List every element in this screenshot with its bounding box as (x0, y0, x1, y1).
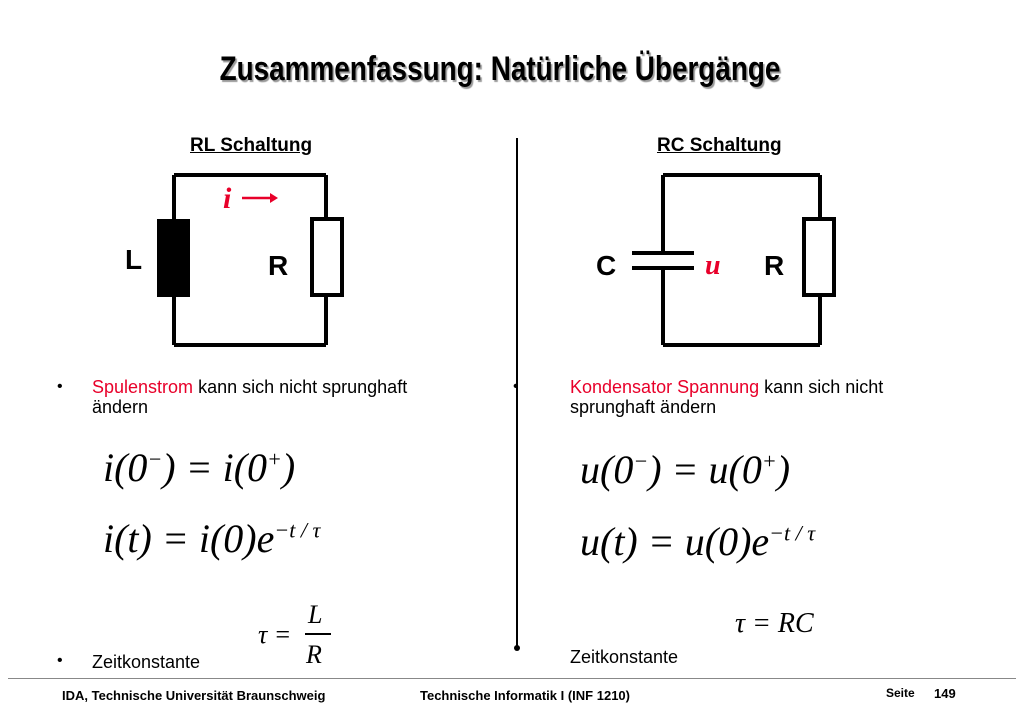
left-bullet-1-rest: kann sich nicht sprunghaft (193, 377, 408, 397)
left-bullet-1-line2: ändern (92, 397, 149, 417)
rl-wires (172, 173, 328, 347)
page-number: 149 (934, 686, 956, 701)
divider-dot (514, 645, 520, 651)
spulenstrom-term: Spulenstrom (92, 377, 194, 397)
capacitor-symbol (632, 251, 694, 270)
current-arrow-icon (242, 193, 278, 203)
kondensator-term: Kondensator Spannung (570, 377, 760, 397)
left-bullet-2: • (57, 652, 63, 669)
page-title: Zusammenfassung: Natürliche Übergänge (219, 50, 781, 88)
right-bullet-2-text: Zeitkonstante (570, 647, 679, 667)
center-divider (516, 138, 518, 648)
right-bullet-1-text: Kondensator Spannung kann sich nicht spr… (570, 377, 990, 417)
left-bullet-1-text: Spulenstrom kann sich nicht sprunghaft ä… (92, 377, 502, 417)
rl-tau-numerator: L (308, 600, 323, 629)
rl-tau-fraction-bar (305, 633, 331, 635)
rc-decay-equation: u(t) = u(0)e−t / τ (580, 519, 816, 564)
rc-heading: RC Schaltung (657, 135, 782, 156)
left-bullet-1: • (57, 378, 63, 395)
rl-tau-denominator: R (306, 640, 322, 669)
rl-decay-equation: i(t) = i(0)e−t / τ (103, 516, 321, 561)
rc-resistor-label: R (764, 250, 785, 281)
rc-tau-equation: τ = RC (735, 608, 814, 639)
left-bullet-2-text: Zeitkonstante (92, 652, 201, 672)
rc-continuity-equation: u(0−) = u(0+) (580, 447, 791, 492)
right-bullet-1-rest: kann sich nicht (759, 377, 884, 397)
rl-continuity-equation: i(0−) = i(0+) (103, 445, 296, 490)
current-label: i (223, 182, 232, 215)
voltage-label: u (705, 250, 721, 281)
rl-circuit-diagram (157, 173, 344, 347)
rl-heading: RL Schaltung (190, 135, 313, 156)
rl-tau-lhs: τ = (258, 620, 292, 649)
capacitor-label: C (596, 250, 617, 281)
rc-circuit-diagram (632, 173, 836, 347)
inductor-label: L (125, 244, 143, 275)
footer-institution: IDA, Technische Universität Braunschweig (62, 688, 326, 703)
inductor-symbol (157, 219, 190, 297)
rc-wires (661, 173, 822, 347)
footer-course: Technische Informatik I (INF 1210) (420, 688, 630, 703)
right-bullet-1: • (513, 378, 519, 395)
rc-resistor-symbol (802, 217, 836, 297)
right-bullet-1-line2: sprunghaft ändern (570, 397, 717, 417)
footer-rule (8, 678, 1016, 679)
footer-seite-label: Seite (886, 686, 915, 700)
rl-resistor-symbol (310, 217, 344, 297)
rl-resistor-label: R (268, 250, 289, 281)
